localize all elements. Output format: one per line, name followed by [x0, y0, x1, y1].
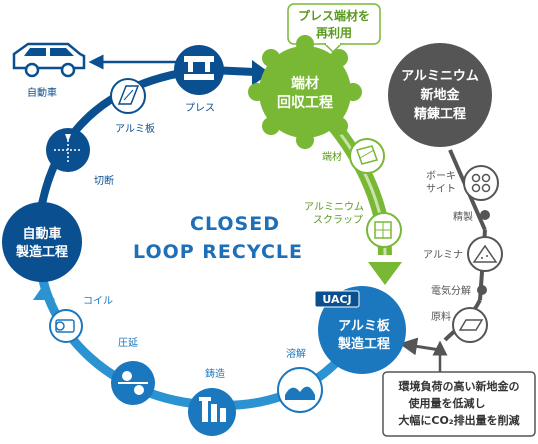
label-melting: 溶解: [286, 347, 306, 360]
arrow-recycle-down: [368, 262, 402, 285]
node-smelting: アルミニウム 新地金 精錬工程: [388, 43, 492, 147]
coil-icon: [49, 309, 83, 343]
label-rolling: 圧延: [118, 337, 138, 349]
raw-material-icon: [452, 307, 488, 343]
callout-bottom-line3: 大幅にCO₂排出量を削減: [398, 413, 519, 427]
label-car: 自動車: [27, 86, 57, 99]
node-scrap-recovery-line2: 回収工程: [277, 94, 333, 111]
arrow-coil-up: [33, 284, 55, 300]
label-alu-scrap-line1: アルミニウム: [304, 201, 364, 213]
node-scrap-recovery: 端材 回収工程: [248, 35, 362, 149]
bauxite-icon: [463, 165, 499, 201]
node-scrap-recovery-line1: 端材: [291, 75, 319, 92]
node-smelting-line2: 新地金: [420, 87, 460, 103]
label-bauxite-line1: ボーキ: [426, 170, 456, 182]
chain-dot-refining: [480, 210, 490, 220]
arrow-press-to-recovery: [252, 60, 270, 86]
node-auto-mfg: 自動車 製造工程: [2, 202, 82, 282]
casting-icon: [188, 388, 236, 436]
label-scrap: 端材: [322, 150, 342, 163]
alu-sheet-icon: [110, 78, 146, 114]
brand-badge: [314, 290, 360, 308]
node-sheet-mfg: UACJ アルミ板 製造工程: [314, 286, 406, 374]
label-casting: 鋳造: [205, 367, 225, 380]
node-smelting-line1: アルミニウム: [401, 69, 479, 84]
loop-band-upper-left: [36, 66, 201, 216]
chain-dot-electrolysis: [477, 285, 487, 295]
title-line2: LOOP RECYCLE: [133, 241, 303, 263]
label-electrolysis: 電気分解: [431, 284, 471, 297]
scrap-icon: [349, 138, 385, 174]
node-auto-mfg-line2: 製造工程: [15, 244, 68, 260]
alumina-icon: [467, 236, 503, 272]
rolling-icon: [111, 361, 155, 405]
arrow-raw-to-sheet: [399, 337, 441, 356]
node-sheet-mfg-line1: アルミ板: [338, 318, 391, 334]
node-sheet-mfg-line2: 製造工程: [337, 336, 390, 352]
label-bauxite-line2: サイト: [426, 183, 456, 195]
label-alu-scrap-line2: スクラップ: [313, 214, 363, 226]
label-refining: 精製: [453, 210, 473, 223]
alu-scrap-icon: [366, 212, 402, 248]
node-auto-mfg-line1: 自動車: [22, 226, 61, 242]
cut-icon: [46, 128, 90, 172]
callout-bottom-line2: 使用量を低減し: [408, 396, 486, 410]
callout-bottom-line1: 環境負荷の高い新地金の: [399, 379, 520, 393]
label-press: プレス: [185, 102, 215, 114]
callout-bottom-box: [382, 371, 536, 437]
label-alu-sheet: アルミ板: [115, 122, 155, 135]
label-coil: コイル: [83, 296, 113, 307]
label-raw-material: 原料: [431, 310, 451, 323]
callout-top-line1: プレス端材を: [298, 8, 370, 23]
node-smelting-line3: 精錬工程: [414, 106, 466, 122]
label-cut: 切断: [94, 174, 114, 187]
car-icon: [12, 42, 86, 78]
melting-icon: [277, 367, 323, 413]
title-line1: CLOSED: [190, 213, 280, 235]
brand-label: UACJ: [322, 293, 351, 306]
label-alumina: アルミナ: [423, 249, 463, 261]
press-icon: [174, 45, 224, 95]
callout-top-line2: 再利用: [316, 25, 352, 40]
